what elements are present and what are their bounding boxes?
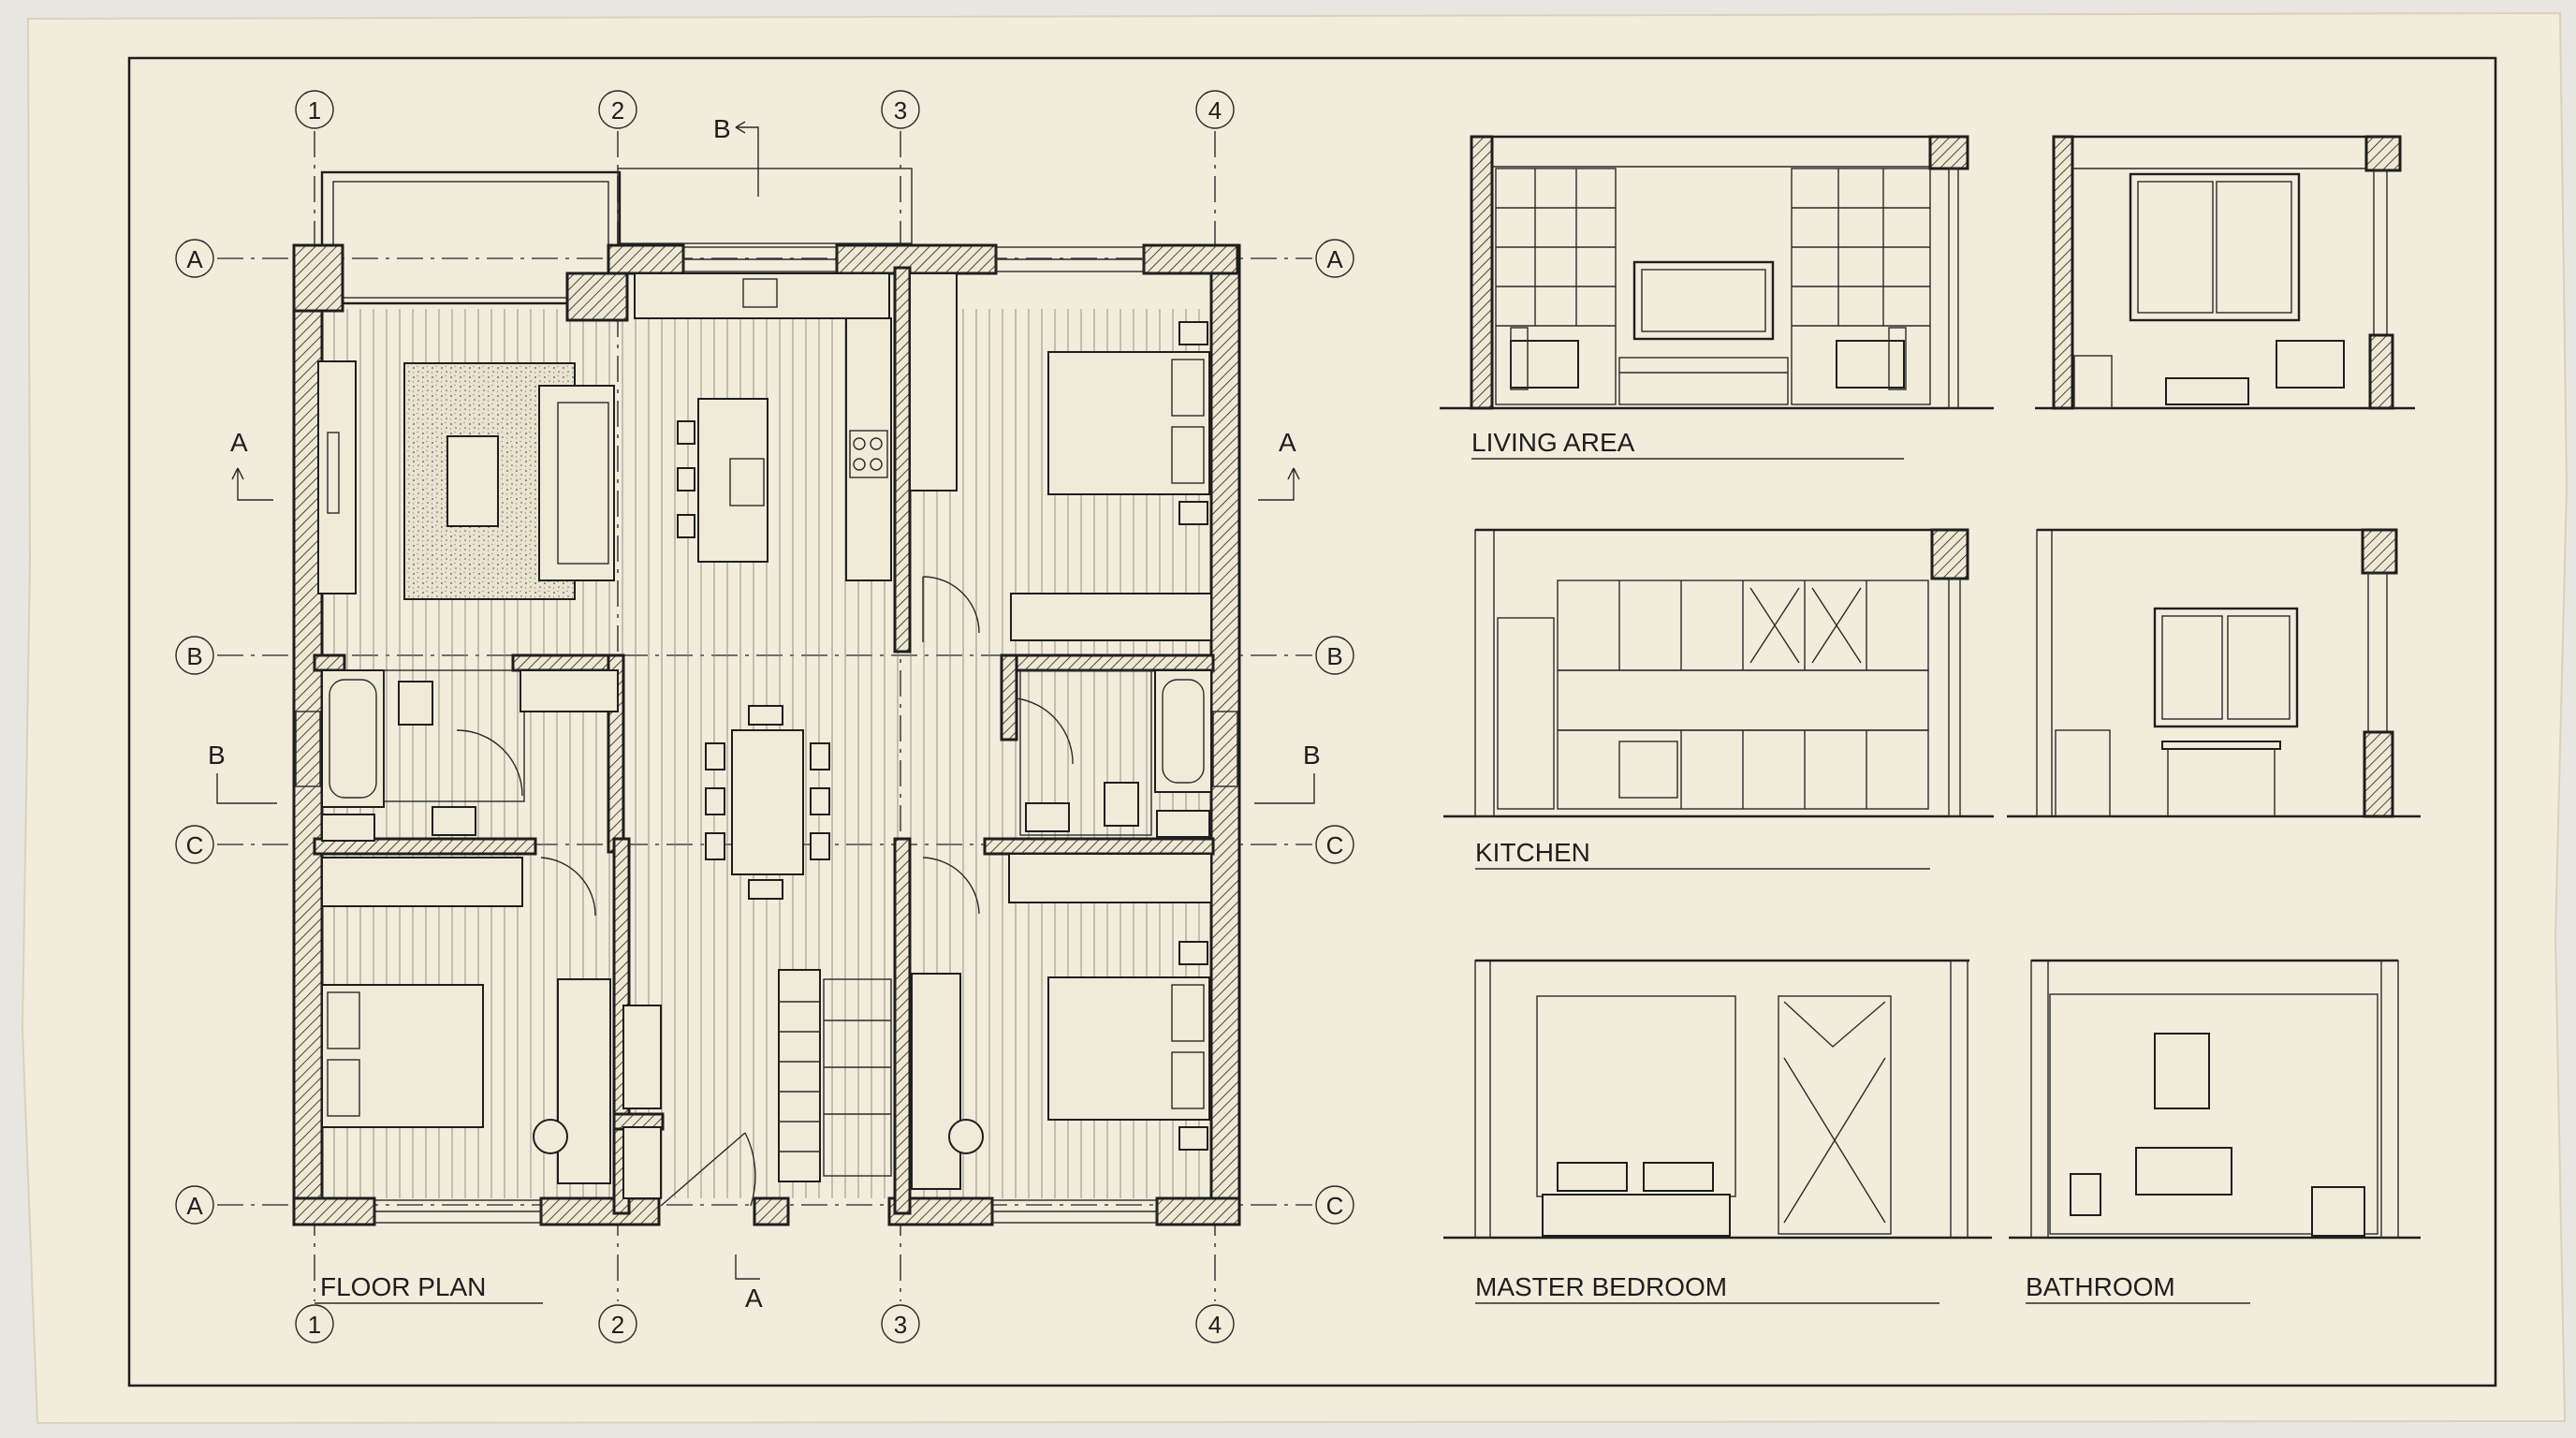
grid-bubbles-right: A B C C <box>1315 239 1354 1225</box>
grid-col-1-top: 1 <box>308 96 321 125</box>
section-a-bottom: A <box>745 1284 763 1313</box>
toilet-right <box>1104 782 1139 827</box>
armchair-right <box>1836 340 1905 389</box>
exterior-walls <box>292 243 1241 1226</box>
grid-row-left-1: A <box>186 245 203 273</box>
elevation-living-area-title: LIVING AREA <box>1471 428 1635 457</box>
grid-row-right-2: B <box>1326 642 1342 670</box>
bed-bottom-right <box>1047 976 1210 1121</box>
windows <box>295 246 1238 1224</box>
floor-plan-title: FLOOR PLAN <box>320 1272 486 1301</box>
kitchen-plan <box>634 272 892 581</box>
elevation-bathroom: BATHROOM <box>2009 959 2421 1304</box>
grid-col-4-bottom: 4 <box>1208 1311 1222 1339</box>
bathtub <box>321 669 385 808</box>
grid-bubbles-bottom: 1 2 3 4 <box>295 1304 1235 1343</box>
elevation-master-bedroom: MASTER BEDROOM <box>1443 959 1992 1304</box>
bathroom-left <box>321 669 619 842</box>
bedroom-bottom-left <box>321 857 662 1199</box>
bed-bottom-left <box>321 984 484 1128</box>
armchair-left <box>1510 340 1579 389</box>
balcony <box>320 168 913 305</box>
bathroom-right <box>1016 669 1212 838</box>
grid-bubbles-top: 1 2 3 4 <box>295 90 1235 129</box>
elevation-kitchen-side <box>2007 528 2421 818</box>
toilet <box>398 681 433 726</box>
section-b-top: B <box>713 114 731 143</box>
basin <box>432 806 476 836</box>
grid-col-2-bottom: 2 <box>611 1311 624 1339</box>
stairs <box>660 969 892 1207</box>
floor-plan: 1 2 3 4 1 2 3 4 A B C A <box>175 90 1354 1343</box>
section-b-left: B <box>208 741 226 770</box>
bed <box>1047 351 1210 495</box>
grid-col-1-bottom: 1 <box>308 1311 321 1339</box>
grid-row-left-4: A <box>186 1192 203 1220</box>
grid-row-left-2: B <box>186 642 202 670</box>
bathtub-right <box>1154 669 1212 793</box>
kitchen-island <box>697 398 768 563</box>
grid-row-right-3: C <box>1326 831 1344 859</box>
living-room-furniture <box>317 360 615 600</box>
grid-col-4-top: 4 <box>1208 96 1222 125</box>
bedroom-top-right <box>909 272 1212 642</box>
section-markers: B A A A B B <box>208 114 1321 1313</box>
coffee-table <box>446 435 499 527</box>
grid-col-3-top: 3 <box>894 96 907 125</box>
kitchen-counter-side <box>845 317 892 581</box>
tv-console <box>317 360 357 594</box>
grid-col-3-bottom: 3 <box>894 1311 907 1339</box>
elevation-master-bedroom-title: MASTER BEDROOM <box>1475 1272 1727 1301</box>
section-a-right: A <box>1279 428 1296 457</box>
grid-row-right-1: A <box>1326 245 1343 273</box>
elevation-living-area-side <box>2035 135 2415 410</box>
elevation-bathroom-title: BATHROOM <box>2026 1272 2175 1301</box>
grid-bubbles-left: A B C A <box>175 239 214 1225</box>
dining-table <box>705 705 830 900</box>
section-b-right: B <box>1303 741 1321 770</box>
sofa <box>538 385 615 581</box>
elevation-kitchen-main: KITCHEN <box>1443 528 1994 870</box>
grid-col-2-top: 2 <box>611 96 624 125</box>
bedroom-bottom-right <box>911 853 1212 1190</box>
grid-row-right-4: C <box>1326 1192 1344 1220</box>
kitchen-counter-top <box>634 272 890 319</box>
elevation-living-area-main: LIVING AREA <box>1440 135 1994 460</box>
sheet-border <box>127 56 2497 1387</box>
elevation-kitchen-title: KITCHEN <box>1475 838 1590 867</box>
grid-row-left-3: C <box>186 831 204 859</box>
section-a-left: A <box>230 428 248 457</box>
